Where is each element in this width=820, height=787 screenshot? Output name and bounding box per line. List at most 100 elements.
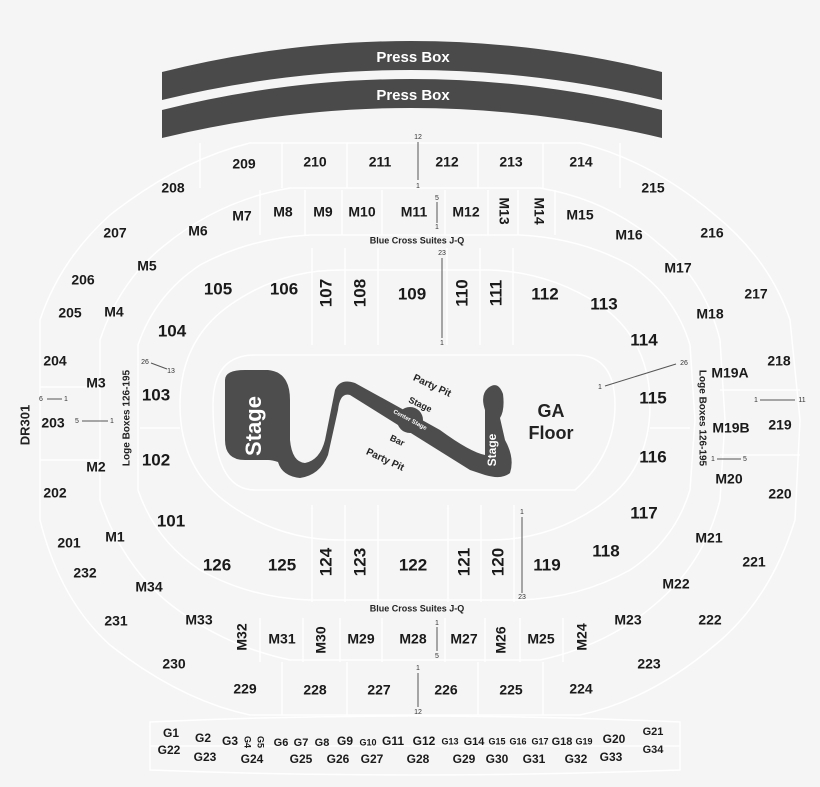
section-g8[interactable]: G8 — [315, 737, 330, 749]
section-214[interactable]: 214 — [569, 154, 593, 170]
section-110[interactable]: 110 — [452, 279, 471, 306]
section-120[interactable]: 120 — [488, 548, 507, 576]
section-g16[interactable]: G16 — [509, 736, 526, 746]
section-102[interactable]: 102 — [142, 450, 170, 469]
section-g34[interactable]: G34 — [643, 744, 665, 756]
section-106[interactable]: 106 — [270, 279, 298, 298]
section-m9[interactable]: M9 — [313, 204, 333, 220]
section-209[interactable]: 209 — [232, 156, 256, 172]
section-124[interactable]: 124 — [316, 547, 335, 576]
section-g10[interactable]: G10 — [359, 737, 376, 747]
section-g30[interactable]: G30 — [486, 752, 509, 766]
section-g5[interactable]: G5 — [256, 736, 266, 748]
section-g1[interactable]: G1 — [163, 726, 179, 740]
section-m10[interactable]: M10 — [348, 204, 375, 220]
section-m12[interactable]: M12 — [452, 204, 479, 220]
section-208[interactable]: 208 — [161, 180, 185, 196]
section-m26[interactable]: M26 — [493, 626, 509, 653]
section-101[interactable]: 101 — [157, 511, 185, 530]
party-pit-label-top[interactable]: Party Pit — [411, 373, 453, 400]
section-g29[interactable]: G29 — [453, 752, 476, 766]
section-232[interactable]: 232 — [73, 565, 97, 581]
party-pit-label-bottom[interactable]: Party Pit — [364, 447, 406, 474]
section-g9[interactable]: G9 — [337, 734, 353, 748]
section-m27[interactable]: M27 — [450, 631, 477, 647]
section-221[interactable]: 221 — [742, 554, 766, 570]
section-203[interactable]: 203 — [41, 415, 65, 431]
section-m25[interactable]: M25 — [527, 631, 554, 647]
section-m33[interactable]: M33 — [185, 612, 212, 628]
section-m2[interactable]: M2 — [86, 459, 106, 475]
section-g19[interactable]: G19 — [575, 736, 592, 746]
section-g31[interactable]: G31 — [523, 752, 546, 766]
section-m20[interactable]: M20 — [715, 471, 742, 487]
section-g2[interactable]: G2 — [195, 731, 211, 745]
section-m3[interactable]: M3 — [86, 375, 106, 391]
section-m29[interactable]: M29 — [347, 631, 374, 647]
section-219[interactable]: 219 — [768, 417, 792, 433]
section-229[interactable]: 229 — [233, 681, 257, 697]
section-104[interactable]: 104 — [158, 321, 187, 340]
section-g22[interactable]: G22 — [158, 743, 181, 757]
section-210[interactable]: 210 — [303, 154, 327, 170]
section-g3[interactable]: G3 — [222, 734, 238, 748]
section-m19a[interactable]: M19A — [711, 365, 748, 381]
section-g23[interactable]: G23 — [194, 750, 217, 764]
section-g26[interactable]: G26 — [327, 752, 350, 766]
section-g21[interactable]: G21 — [643, 726, 664, 738]
section-g11[interactable]: G11 — [382, 734, 404, 748]
section-224[interactable]: 224 — [569, 681, 593, 697]
dr301-label[interactable]: DR301 — [17, 405, 32, 445]
section-m32[interactable]: M32 — [234, 623, 250, 650]
section-117[interactable]: 117 — [630, 503, 657, 522]
section-g24[interactable]: G24 — [241, 752, 264, 766]
section-213[interactable]: 213 — [499, 154, 523, 170]
section-126[interactable]: 126 — [203, 555, 231, 574]
section-227[interactable]: 227 — [367, 682, 391, 698]
section-m28[interactable]: M28 — [399, 631, 426, 647]
section-206[interactable]: 206 — [71, 272, 95, 288]
section-118[interactable]: 118 — [592, 541, 619, 560]
section-m5[interactable]: M5 — [137, 258, 157, 274]
section-m13[interactable]: M13 — [496, 197, 512, 224]
section-g14[interactable]: G14 — [464, 736, 486, 748]
section-123[interactable]: 123 — [350, 548, 369, 576]
section-222[interactable]: 222 — [698, 612, 722, 628]
section-217[interactable]: 217 — [744, 286, 768, 302]
section-g25[interactable]: G25 — [290, 752, 313, 766]
section-g17[interactable]: G17 — [531, 736, 548, 746]
section-122[interactable]: 122 — [399, 555, 427, 574]
section-g20[interactable]: G20 — [603, 732, 626, 746]
section-m8[interactable]: M8 — [273, 204, 293, 220]
section-119[interactable]: 119 — [533, 555, 560, 574]
ga-floor-label-1[interactable]: GA — [538, 401, 565, 421]
section-m31[interactable]: M31 — [268, 631, 295, 647]
section-g12[interactable]: G12 — [413, 734, 436, 748]
section-205[interactable]: 205 — [58, 305, 82, 321]
section-216[interactable]: 216 — [700, 225, 724, 241]
section-m7[interactable]: M7 — [232, 208, 252, 224]
section-g32[interactable]: G32 — [565, 752, 588, 766]
section-231[interactable]: 231 — [104, 613, 128, 629]
section-m22[interactable]: M22 — [662, 576, 689, 592]
section-125[interactable]: 125 — [268, 555, 296, 574]
section-m30[interactable]: M30 — [313, 626, 329, 653]
section-m4[interactable]: M4 — [104, 304, 124, 320]
section-112[interactable]: 112 — [531, 284, 558, 303]
section-m23[interactable]: M23 — [614, 612, 641, 628]
section-226[interactable]: 226 — [434, 682, 458, 698]
section-116[interactable]: 116 — [639, 447, 666, 466]
section-m16[interactable]: M16 — [615, 227, 642, 243]
section-223[interactable]: 223 — [637, 656, 661, 672]
section-107[interactable]: 107 — [316, 279, 335, 307]
section-m21[interactable]: M21 — [695, 530, 722, 546]
section-g28[interactable]: G28 — [407, 752, 430, 766]
section-g7[interactable]: G7 — [294, 737, 309, 749]
section-g27[interactable]: G27 — [361, 752, 384, 766]
section-115[interactable]: 115 — [639, 388, 666, 407]
section-204[interactable]: 204 — [43, 353, 67, 369]
section-m17[interactable]: M17 — [664, 260, 691, 276]
section-201[interactable]: 201 — [57, 535, 81, 551]
section-218[interactable]: 218 — [767, 353, 791, 369]
section-m34[interactable]: M34 — [135, 579, 162, 595]
